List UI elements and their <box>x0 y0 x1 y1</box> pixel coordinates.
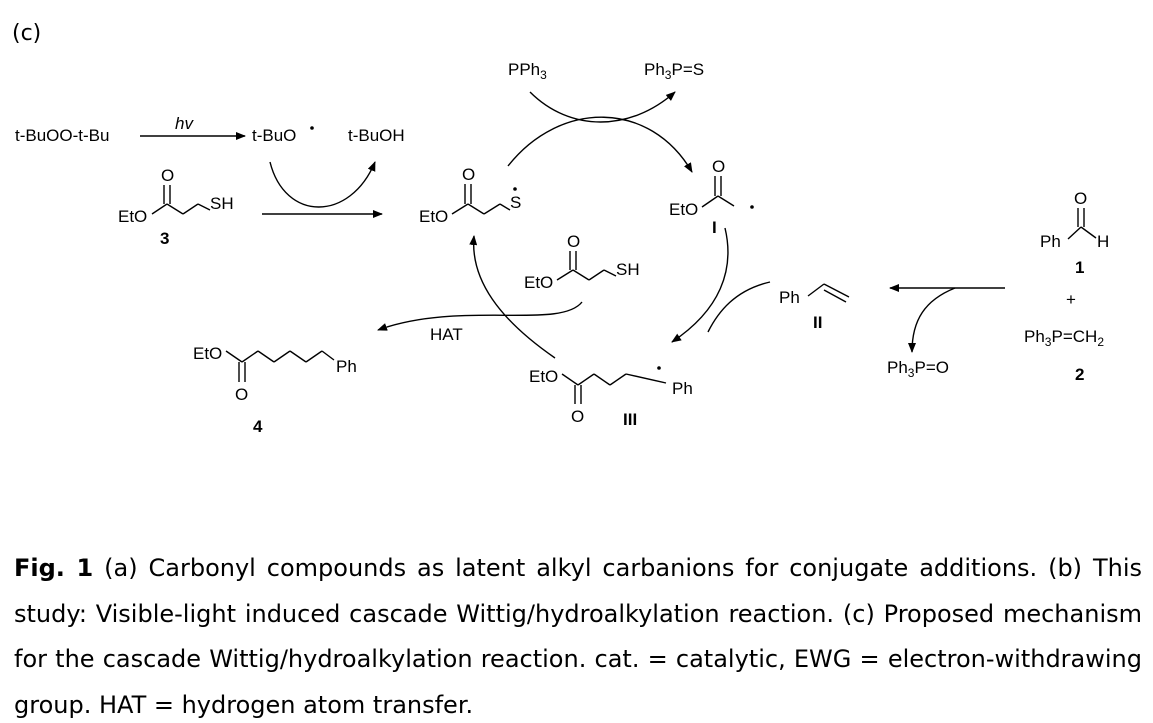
tbuo-radical-dot <box>310 126 314 130</box>
product-ph: Ph <box>336 357 357 376</box>
tbuo-radical-label: t-BuO <box>252 126 296 145</box>
ylide-label: Ph3P=CH2 <box>1024 327 1104 349</box>
desulfurization-arrow <box>529 91 676 123</box>
panel-label: (c) <box>12 21 41 46</box>
thiol-3-sh: SH <box>210 194 234 213</box>
cycle-arrow-thiyl-to-I <box>507 116 693 173</box>
hat-label: HAT <box>430 325 463 344</box>
thiol-3-eto: EtO <box>118 207 147 226</box>
product-carbonyl-o: O <box>235 385 248 404</box>
cycle-thiol-carbonyl-o: O <box>567 232 580 251</box>
radical-III-ph: Ph <box>672 379 693 398</box>
ph3po-release-arrow <box>908 287 956 353</box>
radical-I-eto: EtO <box>669 200 698 219</box>
ph3po-label: Ph3P=O <box>887 358 949 380</box>
benzaldehyde-1-structure: Ph O H 1 <box>1040 189 1109 277</box>
aldehyde-h: H <box>1097 232 1109 251</box>
reaction-mechanism-scheme: (c) t-BuOO-t-Bu hv t-BuO t-BuOH EtO O SH… <box>12 21 1109 436</box>
thiol-3-carbonyl-o: O <box>161 166 174 185</box>
acyl-radical-I-structure: EtO O I <box>669 157 754 237</box>
product-eto: EtO <box>193 344 222 363</box>
radical-III-carbonyl-o: O <box>571 407 584 426</box>
ph3ps-label: Ph3P=S <box>644 60 704 82</box>
ylide-2-label: 2 <box>1075 365 1084 384</box>
peroxide-label: t-BuOO-t-Bu <box>15 126 109 145</box>
radical-I-label: I <box>712 218 717 237</box>
thiol-in-cycle-structure: EtO O SH <box>524 232 640 292</box>
pph3-label: PPh3 <box>508 60 547 82</box>
cycle-thiol-eto: EtO <box>524 273 553 292</box>
cycle-arrow-III-to-thiyl <box>469 235 556 359</box>
figure-caption-label: Fig. 1 <box>14 554 94 582</box>
plus-sign: + <box>1066 290 1076 309</box>
product-4-label: 4 <box>253 417 263 436</box>
figure-caption: Fig. 1 (a) Carbonyl compounds as latent … <box>14 546 1142 723</box>
thiyl-eto: EtO <box>419 207 448 226</box>
styrene-II-label: II <box>813 313 822 332</box>
thiyl-radical-structure: EtO O S <box>419 165 521 226</box>
thiyl-carbonyl-o: O <box>462 165 475 184</box>
tbuoh-label: t-BuOH <box>348 126 405 145</box>
figure-caption-text: (a) Carbonyl compounds as latent alkyl c… <box>14 554 1142 719</box>
cycle-arrow-I-to-III <box>671 227 729 343</box>
styrene-ph: Ph <box>779 288 800 307</box>
hat-curved-arrow-initiation <box>269 161 376 208</box>
styrene-addition-arrow <box>707 281 771 333</box>
radical-I-dot <box>750 205 754 209</box>
thiol-3-label: 3 <box>160 229 169 248</box>
thiol-3-structure: EtO O SH 3 <box>118 166 234 248</box>
light-label: hv <box>175 114 194 133</box>
product-4-structure: EtO O Ph 4 <box>193 344 357 436</box>
radical-III-label: III <box>623 410 637 429</box>
cycle-thiol-sh: SH <box>616 260 640 279</box>
aldehyde-ph: Ph <box>1040 232 1061 251</box>
thiyl-s: S <box>510 193 521 212</box>
styrene-II-structure: Ph II <box>779 283 850 332</box>
radical-III-dot <box>657 366 661 370</box>
aldehyde-o: O <box>1074 189 1087 208</box>
radical-III-eto: EtO <box>529 367 558 386</box>
thiyl-radical-dot <box>513 187 517 191</box>
benzylic-radical-III-structure: EtO O Ph III <box>529 366 693 429</box>
radical-I-carbonyl-o: O <box>712 157 725 176</box>
aldehyde-1-label: 1 <box>1075 258 1084 277</box>
hat-arrow-to-product <box>377 301 583 331</box>
